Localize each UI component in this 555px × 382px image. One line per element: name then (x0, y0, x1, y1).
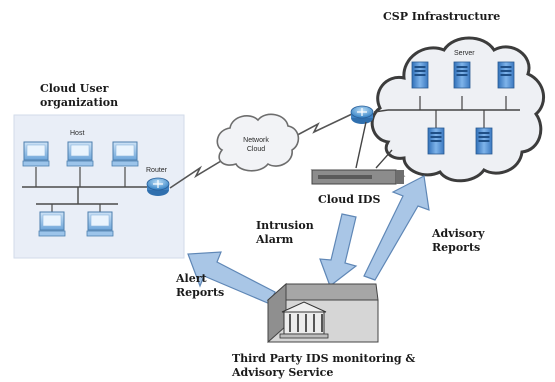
cloud-user-title-line2: organization (40, 96, 118, 109)
user-router-icon (146, 177, 170, 197)
third-party-label-line2: Advisory Service (231, 366, 333, 379)
advisory-reports-arrow (363, 175, 430, 281)
csp-cloud: Server (370, 36, 545, 183)
intrusion-alarm-label-line2: Alarm (255, 233, 294, 246)
advisory-reports-label-line1: Advisory (431, 227, 485, 240)
network-cloud-label-line1: Network (243, 137, 269, 144)
server-icon (475, 127, 493, 155)
wan-link-left (169, 157, 227, 189)
host-computer-icon (86, 211, 114, 237)
alert-reports-label-line2: Reports (176, 286, 224, 299)
server-icon (497, 61, 515, 89)
cloud-ids-label: Cloud IDS (318, 193, 380, 206)
host-computer-icon (22, 141, 50, 167)
server-label: Server (454, 50, 475, 57)
host-label: Host (70, 130, 84, 137)
router-label: Router (146, 167, 168, 174)
server-icon (411, 61, 429, 89)
network-cloud-icon: Network Cloud (216, 113, 300, 172)
host-computer-icon (111, 141, 139, 167)
third-party-building-icon (266, 282, 379, 344)
alert-reports-label-line1: Alert (175, 272, 208, 285)
wan-link-right (287, 113, 353, 141)
cloud-user-title-line1: Cloud User (40, 82, 109, 95)
host-computer-icon (38, 211, 66, 237)
csp-router-icon (350, 105, 374, 125)
server-icon (427, 127, 445, 155)
intrusion-alarm-arrow (319, 213, 358, 287)
host-computer-icon (66, 141, 94, 167)
advisory-reports-label-line2: Reports (432, 241, 480, 254)
alert-reports-arrow (187, 251, 276, 305)
cloud-ids-appliance-icon (310, 169, 406, 185)
csp-infrastructure-title: CSP Infrastructure (383, 10, 500, 23)
server-icon (453, 61, 471, 89)
third-party-label-line1: Third Party IDS monitoring & (232, 352, 415, 365)
network-cloud-label-line2: Cloud (247, 146, 265, 153)
intrusion-alarm-label-line1: Intrusion (256, 219, 314, 232)
